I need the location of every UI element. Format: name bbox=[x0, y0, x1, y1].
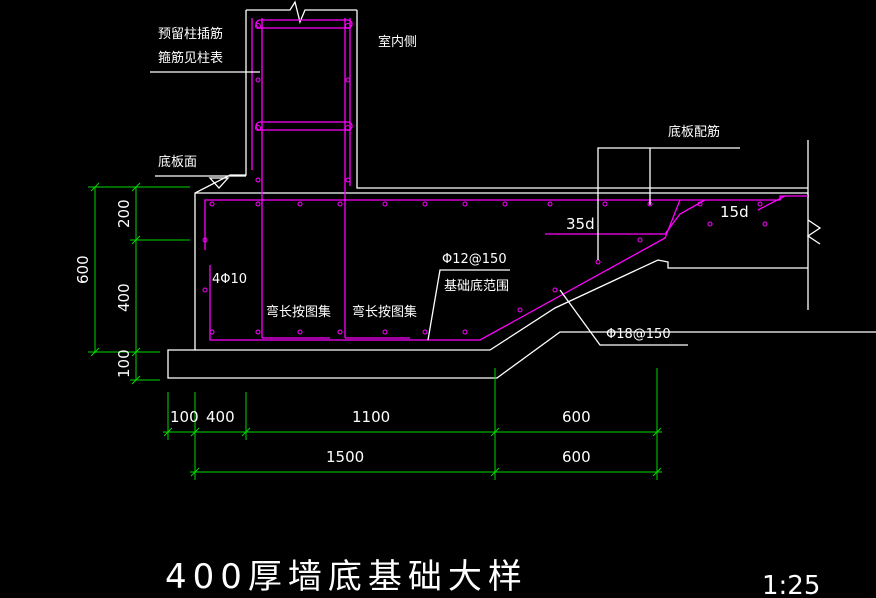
outline-left-and-bottom bbox=[167, 10, 876, 379]
leader-lines bbox=[150, 71, 740, 346]
rebar-dot bbox=[552, 287, 558, 293]
rebar-dot bbox=[202, 287, 208, 293]
note-stirrup-spec: Φ12@150 bbox=[442, 252, 507, 267]
tick bbox=[190, 467, 200, 477]
rebar-dot bbox=[757, 201, 763, 207]
rebar-dot bbox=[422, 329, 428, 335]
stirrup-2 bbox=[255, 121, 353, 131]
rebar-dot bbox=[697, 201, 703, 207]
rebar-dot bbox=[462, 201, 468, 207]
tick bbox=[131, 347, 141, 357]
note-diag-bar-spec: Φ18@150 bbox=[606, 327, 671, 342]
rebar-dot bbox=[502, 201, 508, 207]
note-bent-length-1: 弯长按图集 bbox=[266, 304, 331, 320]
note-foundation-range: 基础底范围 bbox=[444, 278, 509, 294]
note-anchor-15d: 15d bbox=[720, 203, 749, 221]
leader-slab-reinf bbox=[597, 147, 740, 260]
break-mark-right bbox=[806, 219, 822, 245]
rebar-dot bbox=[297, 201, 303, 207]
concrete-outline bbox=[155, 0, 876, 379]
break-mark-top bbox=[246, 0, 357, 25]
rebar-dot bbox=[382, 201, 388, 207]
tick bbox=[131, 375, 141, 385]
rebar-dot bbox=[255, 77, 261, 83]
rebar-dot bbox=[547, 201, 553, 207]
tick bbox=[652, 427, 662, 437]
note-anchor-35d: 35d bbox=[566, 215, 595, 233]
stirrup-1 bbox=[255, 19, 353, 29]
dim-vertical-lower: 100 bbox=[115, 349, 133, 378]
note-bottom-bars: 4Φ10 bbox=[212, 272, 247, 287]
tick bbox=[90, 347, 100, 357]
rebar-top-slab bbox=[204, 195, 808, 250]
rebar-dot bbox=[762, 221, 768, 227]
rebar-dot bbox=[382, 329, 388, 335]
note-bent-length-2: 弯长按图集 bbox=[352, 304, 417, 320]
rebar-dot bbox=[337, 329, 343, 335]
tick bbox=[241, 427, 251, 437]
rebar-dot bbox=[209, 201, 215, 207]
dim-h-400: 400 bbox=[206, 408, 235, 426]
tick bbox=[131, 182, 141, 192]
rebar-dots bbox=[202, 23, 768, 335]
tick bbox=[190, 427, 200, 437]
rebar-dot bbox=[345, 77, 351, 83]
rebar-dot bbox=[422, 201, 428, 207]
rebar-dot bbox=[255, 177, 261, 183]
tick bbox=[90, 182, 100, 192]
rebar-dot bbox=[637, 237, 643, 243]
dim-vertical-total: 600 bbox=[74, 255, 92, 284]
drawing-scale: 1:25 bbox=[762, 571, 820, 598]
dimension-lines bbox=[88, 182, 662, 480]
rebar-dot bbox=[595, 259, 601, 265]
rebar-dot bbox=[255, 329, 261, 335]
dim-h-1500: 1500 bbox=[326, 448, 364, 466]
dim-h-600-b: 600 bbox=[562, 448, 591, 466]
outline-inner-sloped bbox=[195, 259, 808, 351]
rebar-group bbox=[202, 18, 808, 341]
dim-h-100: 100 bbox=[170, 408, 199, 426]
note-reserved-bars-2: 箍筋见柱表 bbox=[158, 50, 223, 66]
rebar-dot bbox=[297, 329, 303, 335]
note-reserved-bars-1: 预留柱插筋 bbox=[158, 26, 223, 42]
rebar-15d-hook bbox=[757, 195, 786, 211]
annotations: 预留柱插筋 箍筋见柱表 室内侧 底板面 底板配筋 35d 15d 4Φ10 弯长… bbox=[158, 26, 749, 342]
slab-face-marker bbox=[208, 177, 230, 189]
rebar-35d bbox=[545, 199, 706, 235]
tick bbox=[131, 235, 141, 245]
tick bbox=[490, 467, 500, 477]
rebar-dot bbox=[707, 221, 713, 227]
rebar-dot bbox=[345, 125, 351, 131]
tick bbox=[652, 467, 662, 477]
drawing-title: 400厚墙底基础大样 bbox=[165, 557, 528, 597]
rebar-dot bbox=[255, 201, 261, 207]
leader-stirrup bbox=[427, 269, 510, 341]
note-indoor-side: 室内侧 bbox=[378, 34, 417, 50]
dim-vertical-upper: 200 bbox=[115, 199, 133, 228]
rebar-dot bbox=[345, 23, 351, 29]
rebar-dot bbox=[202, 237, 208, 243]
rebar-bottom bbox=[209, 199, 681, 341]
rebar-dot bbox=[209, 329, 215, 335]
dim-vertical-middle: 400 bbox=[115, 283, 133, 312]
outline-right-and-slab-top bbox=[356, 10, 808, 189]
dimension-text: 600 200 400 100 100 400 1100 600 1500 60… bbox=[74, 199, 591, 466]
rebar-dot bbox=[517, 307, 523, 313]
note-slab-face: 底板面 bbox=[158, 154, 197, 170]
dim-h-1100: 1100 bbox=[352, 408, 390, 426]
rebar-dot bbox=[602, 201, 608, 207]
rebar-dot bbox=[337, 201, 343, 207]
tick bbox=[163, 427, 173, 437]
dim-h-600-a: 600 bbox=[562, 408, 591, 426]
rebar-dot bbox=[255, 125, 261, 131]
rebar-dot bbox=[345, 177, 351, 183]
rebar-dot bbox=[462, 329, 468, 335]
leader-diag-bar bbox=[559, 289, 688, 346]
tick bbox=[490, 427, 500, 437]
note-slab-reinforcement: 底板配筋 bbox=[668, 124, 720, 140]
rebar-dot bbox=[255, 23, 261, 29]
